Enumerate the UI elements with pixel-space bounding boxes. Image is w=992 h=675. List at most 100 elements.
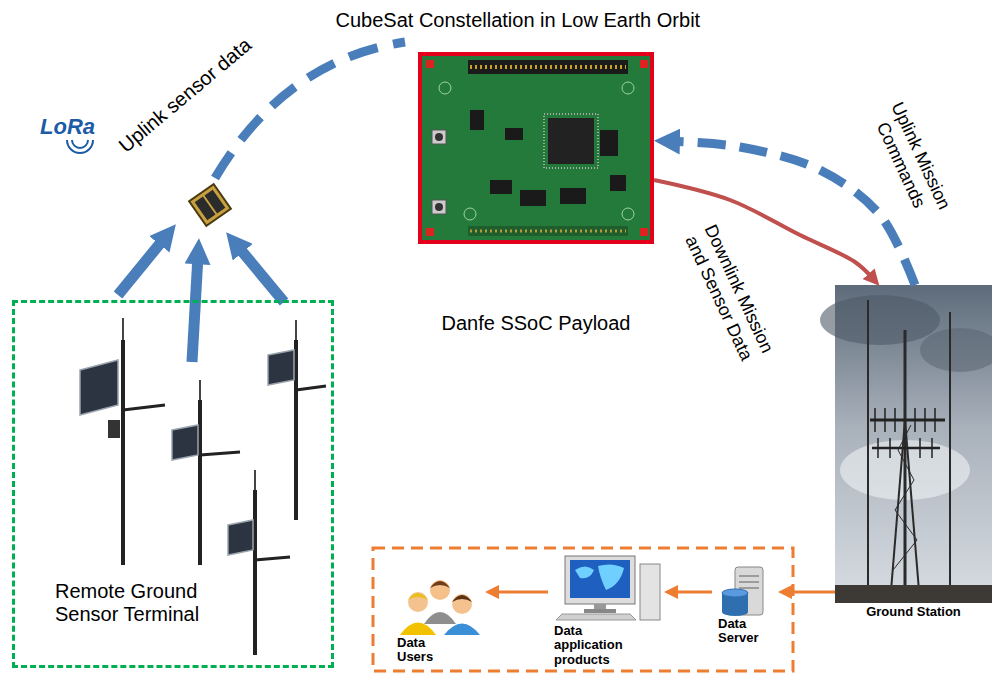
computer-icon (556, 556, 660, 620)
ic-chip (490, 180, 512, 194)
uplink-arrow (118, 240, 163, 295)
yagi-elements (875, 408, 935, 432)
corner-pad (426, 60, 434, 68)
ground-station-photo (820, 285, 992, 603)
pcb (420, 54, 652, 242)
header-connector (468, 60, 628, 74)
database-top (722, 589, 748, 597)
database-base (722, 608, 748, 616)
wave (67, 140, 93, 153)
tower-mast (904, 330, 907, 603)
solar-panel (80, 360, 118, 415)
monitor-base (584, 609, 616, 613)
ic-chip (520, 190, 546, 206)
mounting-hole (439, 82, 451, 94)
pc-tower (640, 564, 660, 620)
pole (253, 490, 257, 655)
sensor-box (108, 420, 120, 438)
cubesat-icon (189, 184, 231, 226)
person-body (400, 623, 436, 636)
cloud (820, 295, 940, 345)
data-products: Data application products (548, 554, 664, 671)
icon-label: Data application products (554, 624, 646, 667)
downlink-label: Downlink Mission and Sensor Data (676, 214, 781, 373)
person-head (408, 592, 428, 612)
server-icon (722, 567, 763, 616)
push-button (432, 200, 446, 214)
antenna-boom (872, 447, 940, 450)
mounting-hole (622, 82, 634, 94)
ground-station: Ground Station (835, 285, 992, 623)
payload-label: Danfe SSoC Payload (418, 312, 654, 335)
person-hair (452, 595, 472, 602)
uplink-arrow (239, 248, 284, 302)
wave (72, 140, 88, 148)
ic-chip (610, 175, 626, 191)
ic-chip (505, 128, 523, 140)
payload-board: Danfe SSoC Payload (418, 52, 654, 339)
users-icon (400, 580, 480, 635)
antenna-boom (870, 419, 945, 422)
corner-pad (640, 228, 648, 236)
mounting-hole (464, 208, 476, 220)
cloud (920, 328, 992, 372)
person-head (430, 580, 450, 600)
pole-arm (200, 452, 240, 455)
header-pins (470, 65, 626, 69)
terminal-group-box: Remote Ground Sensor Terminal (12, 300, 334, 668)
person-hair (408, 593, 428, 600)
icon-label: Data Users (397, 636, 445, 665)
ic-chip (600, 130, 618, 156)
station-label: Ground Station (835, 605, 992, 619)
solar-panel (172, 425, 198, 460)
antenna-mast (867, 300, 869, 603)
ic-chip (560, 188, 586, 204)
group-label: Remote Ground Sensor Terminal (55, 580, 230, 626)
pole-antenna (199, 380, 201, 402)
push-button (432, 130, 446, 144)
payload-board-image (420, 54, 652, 242)
person-hair (430, 581, 450, 588)
uplink-command-label: Uplink Mission Commands (858, 81, 963, 240)
corner-pad (640, 60, 648, 68)
server-slots (739, 576, 759, 588)
data-users: Data Users (395, 575, 485, 669)
diagram-title: CubeSat Constellation in Low Earth Orbit (336, 9, 701, 32)
world-map (575, 564, 624, 590)
lora-logo-text: LoRa (40, 114, 95, 140)
rooftop (835, 585, 992, 603)
chip-pins (544, 114, 598, 168)
mounting-hole (622, 208, 634, 220)
uplink-arrow (192, 259, 198, 362)
processor-chip (548, 118, 594, 164)
data-server: Data Server (712, 565, 778, 650)
solar-panel (268, 350, 294, 385)
person-body (424, 612, 456, 624)
pole-arm (123, 405, 165, 410)
solar-cell (205, 190, 226, 214)
data-flow-arrow (493, 591, 548, 594)
data-flow-arrow (786, 591, 835, 594)
push-button-cap (435, 133, 443, 141)
pole-arm (255, 557, 290, 560)
solar-panel (228, 520, 253, 555)
data-group-box (373, 548, 793, 671)
person-body (444, 624, 480, 636)
pole-antenna (254, 470, 256, 492)
header-pins (470, 230, 626, 233)
pole-arm (296, 386, 326, 390)
header-connector (468, 226, 628, 236)
data-flow-arrow (672, 591, 712, 594)
ic-chip (470, 110, 484, 130)
corner-pad (426, 228, 434, 236)
downlink-arrow (654, 180, 873, 279)
monitor (565, 556, 635, 604)
uplink-sensor-label: Uplink sensor data (114, 33, 256, 158)
cubesat-body (189, 184, 231, 226)
antenna-mast (949, 312, 951, 603)
person-head (452, 594, 472, 614)
screen (570, 560, 630, 598)
